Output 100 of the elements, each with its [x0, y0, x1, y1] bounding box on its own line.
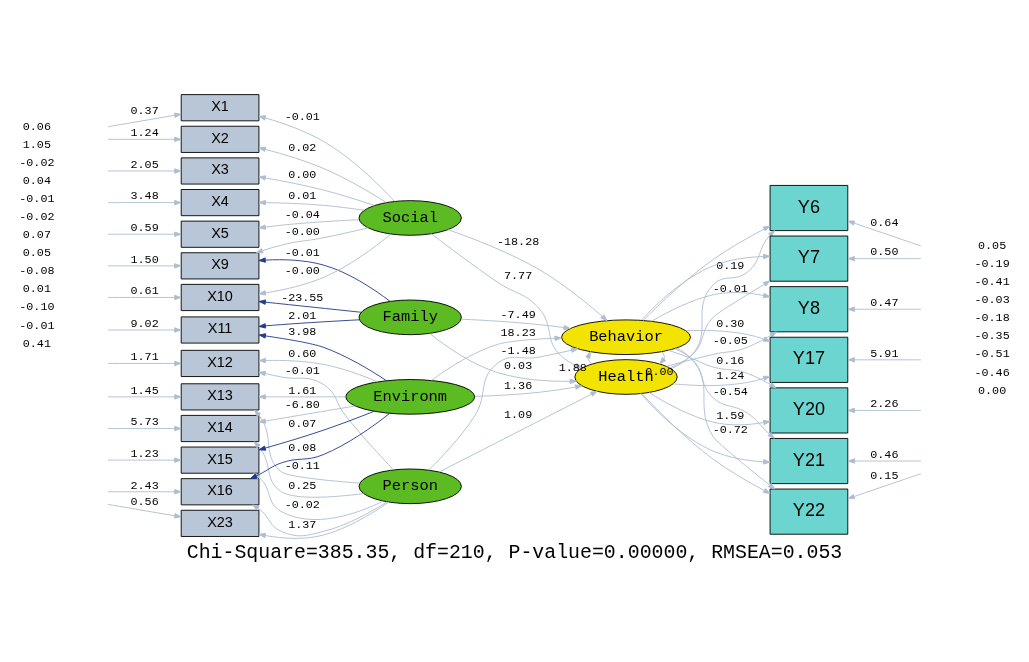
- edge-label: 0.61: [130, 284, 159, 299]
- edge-label: 0.46: [870, 447, 899, 462]
- edge-label: 0.19: [716, 258, 745, 273]
- edge-label: 2.05: [130, 157, 159, 172]
- edge-label: 1.36: [504, 379, 533, 394]
- arrow: [258, 175, 375, 206]
- node-box: Y20: [769, 387, 849, 434]
- arrow: [258, 257, 391, 302]
- arrow: [107, 136, 182, 142]
- node-box: X13: [180, 383, 260, 411]
- arrow: [685, 330, 771, 342]
- arrow: [258, 115, 396, 202]
- edge-label: 1.24: [130, 126, 159, 141]
- arrow: [107, 489, 182, 495]
- edge-label: -23.55: [281, 290, 324, 305]
- arrow: [460, 318, 571, 331]
- node-box: X10: [180, 283, 260, 312]
- node-box: X1: [180, 94, 260, 122]
- label: -0.41: [974, 275, 1010, 290]
- label: -0.01: [19, 318, 55, 333]
- edge-label: -0.54: [712, 384, 748, 399]
- label: 0.04: [22, 173, 51, 188]
- edge-label: 1.61: [288, 383, 317, 398]
- label: -0.51: [974, 347, 1010, 362]
- label: -0.19: [974, 257, 1010, 272]
- arrow: [847, 255, 922, 262]
- arrow: [107, 360, 182, 367]
- label: 0.00: [978, 383, 1007, 398]
- edge-label: 1.09: [504, 408, 533, 423]
- edge-label: -0.05: [712, 333, 748, 348]
- edge-label: 0.02: [288, 140, 317, 155]
- edge-label: 1.71: [130, 350, 159, 365]
- edge-label: -0.72: [712, 423, 748, 438]
- node-box: X4: [180, 189, 260, 217]
- arrow: [107, 457, 182, 463]
- label: 0.07: [22, 228, 51, 243]
- arrow: [258, 299, 362, 313]
- edge-label: 5.73: [130, 415, 159, 430]
- edge-label: 1.59: [716, 408, 745, 423]
- arrow: [107, 394, 182, 400]
- arrow: [258, 405, 356, 424]
- edge-label: 0.07: [288, 417, 317, 432]
- label: -0.08: [19, 264, 55, 279]
- edge-label: 2.43: [130, 478, 159, 493]
- node-box: X5: [180, 220, 260, 248]
- edge-label: 0.00: [288, 167, 317, 182]
- edge-label: 0.01: [288, 189, 317, 204]
- node-box: Y17: [769, 336, 849, 383]
- edge-label: 0.56: [130, 494, 159, 509]
- arrow: [258, 319, 360, 329]
- edge-label: -0.00: [284, 224, 320, 239]
- edge-label: 1.24: [716, 369, 745, 384]
- arrow: [428, 347, 579, 471]
- edge-label: 0.30: [716, 316, 745, 331]
- arrow: [641, 393, 771, 494]
- label: -0.18: [974, 311, 1010, 326]
- label: -0.35: [974, 329, 1010, 344]
- edge-label: -6.80: [284, 398, 320, 413]
- node-box: Y7: [769, 235, 849, 282]
- node-box: X23: [180, 509, 260, 537]
- edge-label: -0.00: [284, 264, 320, 279]
- label: -0.03: [974, 293, 1010, 308]
- edge-label: 1.45: [130, 383, 159, 398]
- edge-label: 0.59: [130, 220, 159, 235]
- edge-label: 18.23: [500, 325, 536, 340]
- edge-label: 0.50: [870, 245, 899, 260]
- arrow: [669, 280, 771, 369]
- arrow: [107, 231, 182, 237]
- arrow: [107, 199, 182, 206]
- arrow: [107, 425, 182, 432]
- arrow: [447, 229, 608, 321]
- label: -0.02: [19, 210, 55, 225]
- node-box: Y6: [769, 185, 849, 232]
- edge-label: -0.01: [712, 282, 748, 297]
- arrow: [107, 503, 182, 519]
- arrow: [258, 394, 347, 400]
- arrow: [107, 327, 182, 333]
- arrow: [258, 219, 360, 230]
- arrow: [648, 392, 771, 426]
- label: 0.05: [22, 246, 51, 261]
- edge-label: -0.04: [284, 208, 320, 223]
- arrow: [847, 306, 922, 312]
- edge-label: 1.50: [130, 252, 159, 267]
- arrow: [438, 390, 598, 473]
- arrow: [674, 348, 775, 439]
- edge-label: 0.15: [870, 468, 899, 483]
- arrow: [474, 384, 583, 397]
- edge-label: 0.64: [870, 215, 899, 230]
- arrow: [672, 375, 771, 387]
- arrow: [676, 347, 776, 490]
- node-box: X16: [180, 478, 260, 506]
- arrow: [258, 357, 379, 383]
- node-ellipse: Person: [358, 468, 462, 505]
- edge-label: 0.47: [870, 295, 899, 310]
- label: 0.41: [22, 336, 51, 351]
- node-box: X12: [180, 349, 260, 377]
- arrow: [258, 199, 365, 211]
- arrow: [641, 253, 771, 321]
- node-box: X11: [180, 316, 260, 344]
- edge-label: -0.02: [284, 498, 320, 513]
